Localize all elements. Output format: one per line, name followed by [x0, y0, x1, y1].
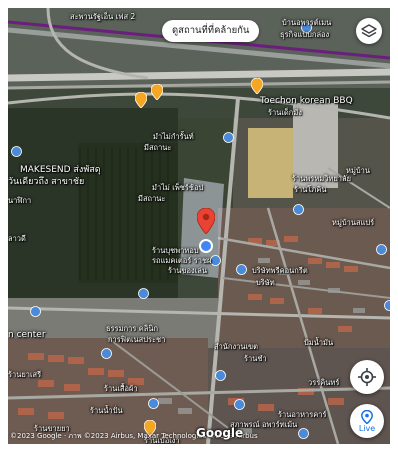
layers-button[interactable]	[356, 18, 382, 44]
map-label: ธรรมการ คลินิก	[106, 324, 159, 333]
poi-blue-icon[interactable]	[298, 428, 309, 439]
map-label: บ้านอพารต์เมน	[282, 18, 332, 27]
map-label: ร้านอาหารคาร์	[278, 410, 327, 419]
layers-icon	[361, 24, 377, 38]
map-label: ร้านขายยา	[34, 424, 70, 433]
map-label: สำนักงานเขต	[214, 342, 259, 351]
poi-orange-icon[interactable]	[151, 84, 163, 100]
poi-blue-icon[interactable]	[384, 300, 390, 311]
map-label: ร้านโภคิน	[294, 185, 327, 194]
map-label: หมู่บ้าน	[346, 166, 370, 175]
poi-blue-icon[interactable]	[234, 399, 245, 410]
poi-orange-icon[interactable]	[135, 92, 147, 108]
map-label: ร้านยาเสรี	[8, 370, 42, 379]
map-label: มำไม่กำรั้นท์	[153, 132, 194, 141]
map-label: สะพานรัฐเอ็น เฟส 2	[70, 12, 136, 21]
live-label: Live	[358, 423, 376, 433]
google-logo: Google	[196, 426, 244, 440]
map-label: MAKESEND ส่งพัสดุ	[20, 165, 101, 175]
map-label: วรรคินทร์	[308, 378, 340, 387]
crosshair-icon	[358, 368, 376, 386]
map-attribution: ©2023 Google · ภาพ ©2023 Airbus, Maxar T…	[10, 432, 258, 440]
map-label: ร้านบุชพาทอบ	[152, 246, 199, 255]
map-label: บริษัทพรีคอนกรีต	[252, 266, 308, 275]
map-label: ร้านน้ำปั่น	[90, 406, 123, 415]
selected-place-pin-icon[interactable]	[197, 208, 215, 234]
map-label: ร้านเสื้อผ้า	[104, 384, 138, 393]
map-label: รถแมคเตอร์ ราชผ	[152, 256, 212, 265]
poi-blue-icon[interactable]	[11, 146, 22, 157]
map-label: ธุรกิจแบบกล่อง	[280, 30, 330, 39]
map-label: ร้านชำ	[244, 354, 267, 363]
poi-blue-icon[interactable]	[215, 370, 226, 381]
map-label: n center	[8, 330, 46, 340]
map-label: นาฬิกา	[8, 196, 32, 205]
poi-orange-icon[interactable]	[144, 420, 156, 436]
live-view-pin-icon	[361, 409, 373, 424]
poi-blue-icon[interactable]	[376, 244, 387, 255]
map-label: การฟิตเนสประชา	[108, 335, 166, 344]
map-label: มีสถานะ	[144, 143, 172, 152]
poi-blue-icon[interactable]	[223, 132, 234, 143]
map-label: ร้านของเล่น	[168, 266, 207, 275]
map-label: ร้านเบ๊อเงา	[144, 436, 180, 444]
map-label: ร้านเด็กมั่ง	[268, 108, 302, 117]
map-label: Toechon korean BBQ	[260, 96, 353, 106]
poi-blue-icon[interactable]	[301, 22, 312, 33]
map-frame[interactable]: สะพานรัฐเอ็น เฟส 2 บ้านอพารต์เมน ธุรกิจแ…	[8, 8, 390, 444]
map-label: บริษัท	[256, 278, 275, 287]
live-view-button[interactable]: Live	[350, 404, 384, 438]
map-label: มีสถานะ	[138, 194, 166, 203]
map-label: ร้านพรหมวิทยาลัย	[292, 174, 351, 183]
map-label: ลาวดี	[8, 234, 26, 243]
map-label: วันเดียวถึง สาขาชัย	[8, 177, 85, 187]
satellite-map[interactable]	[8, 8, 390, 444]
map-label: สุภาพรณ์ อพาร์ทเม้น	[230, 420, 298, 429]
poi-blue-icon[interactable]	[101, 348, 112, 359]
map-label: มำไม่ เพ็ชร์ช้อป	[152, 183, 204, 192]
poi-orange-icon[interactable]	[251, 78, 263, 94]
map-label: ปัมน้ำมัน	[304, 338, 334, 347]
current-location-icon	[199, 239, 213, 253]
poi-blue-icon[interactable]	[210, 255, 221, 266]
poi-blue-icon[interactable]	[236, 264, 247, 275]
poi-blue-icon[interactable]	[293, 204, 304, 215]
my-location-button[interactable]	[350, 360, 384, 394]
poi-blue-icon[interactable]	[138, 288, 149, 299]
poi-blue-icon[interactable]	[30, 306, 41, 317]
similar-places-chip[interactable]: ดูสถานที่ที่คล้ายกัน	[162, 20, 260, 42]
poi-blue-icon[interactable]	[148, 398, 159, 409]
map-label: หมู่บ้านสแปร์	[332, 218, 375, 227]
